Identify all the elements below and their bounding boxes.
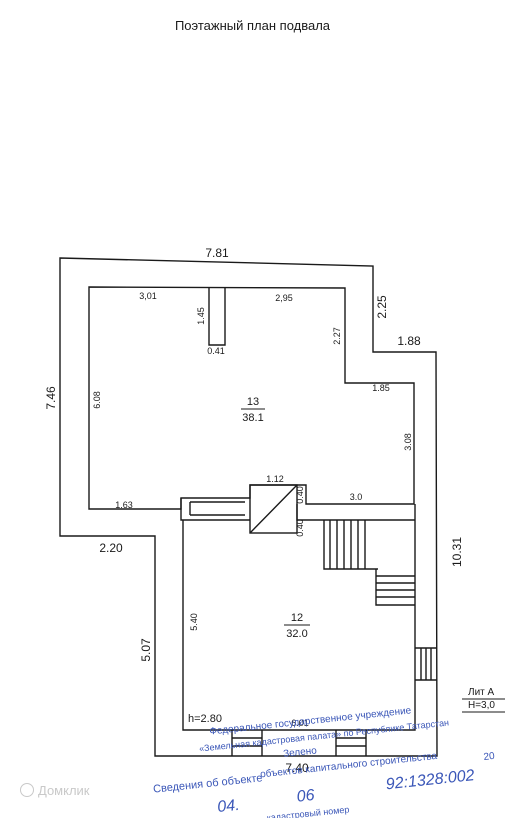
dim-lower-bottom: 6.01 [291,718,309,728]
dim-left-lower: 5.07 [139,638,153,662]
outer-wall [59,257,438,757]
dim-inner-bottom-left: 1.63 [115,500,133,510]
stairs-right [415,647,437,681]
room-12-number: 12 [291,612,303,624]
dim-door-width: 1.12 [266,474,284,484]
stamp-line4: Сведения об объекте [153,772,263,795]
dim-door-side-b: 0.40 [295,519,305,537]
stamp-date-month: 06 [296,787,316,806]
dim-door-side-a: 0.40 [295,486,305,504]
room-12-wall [182,504,416,731]
stamp-line3: Зелено [283,745,318,760]
dim-height: h=2.80 [188,713,222,725]
dim-inner-step-v: 2.27 [332,327,342,345]
dim-inner-left: 6.08 [92,391,102,409]
partition [208,288,226,346]
dim-inner-right: 3.08 [403,433,413,451]
dim-right-outer: 10.31 [450,537,464,567]
stamp-date-day: 04. [217,797,241,816]
dim-inner-top-left: 3,01 [139,291,157,301]
dim-right-step-v: 2.25 [375,295,389,319]
plan-title: Поэтажный план подвала [174,18,331,33]
stairs-upper [323,520,378,570]
sheet-label: Лит А H=3,0 [462,687,505,713]
dim-inner-bottom-right: 3.0 [350,492,363,502]
watermark-text: Домклик [38,783,90,798]
dim-top-outer: 7.81 [205,246,229,260]
stairs-lower [375,569,415,606]
dim-bottom-outer: 7.40 [285,761,309,775]
watermark: Домклик [20,783,90,798]
dim-left-outer: 7.46 [44,386,58,410]
dim-partition-w: 0.41 [207,346,225,356]
dim-lower-left: 5.40 [189,613,199,631]
passage [180,498,250,521]
dim-partition-len: 1.45 [196,307,206,325]
stamp-year: 20 [483,751,496,763]
stamp-number: 92:1328:002 [385,767,475,793]
sheet-label-height: H=3,0 [468,700,495,711]
sheet-label-lit: Лит А [468,687,495,698]
dim-inner-step-h: 1.85 [372,383,390,393]
bottom-openings [231,730,367,756]
door-diagonal [249,484,298,534]
room-13-number: 13 [247,396,259,408]
room-13-area: 38.1 [242,412,263,424]
stamp-line6: кадастровый номер [266,804,350,818]
dim-inner-top-right: 2,95 [275,293,293,303]
dim-right-step-h: 1.88 [397,334,421,348]
watermark-logo-icon [20,783,34,797]
room-12-area: 32.0 [286,628,307,640]
dim-left-step: 2.20 [99,541,123,555]
